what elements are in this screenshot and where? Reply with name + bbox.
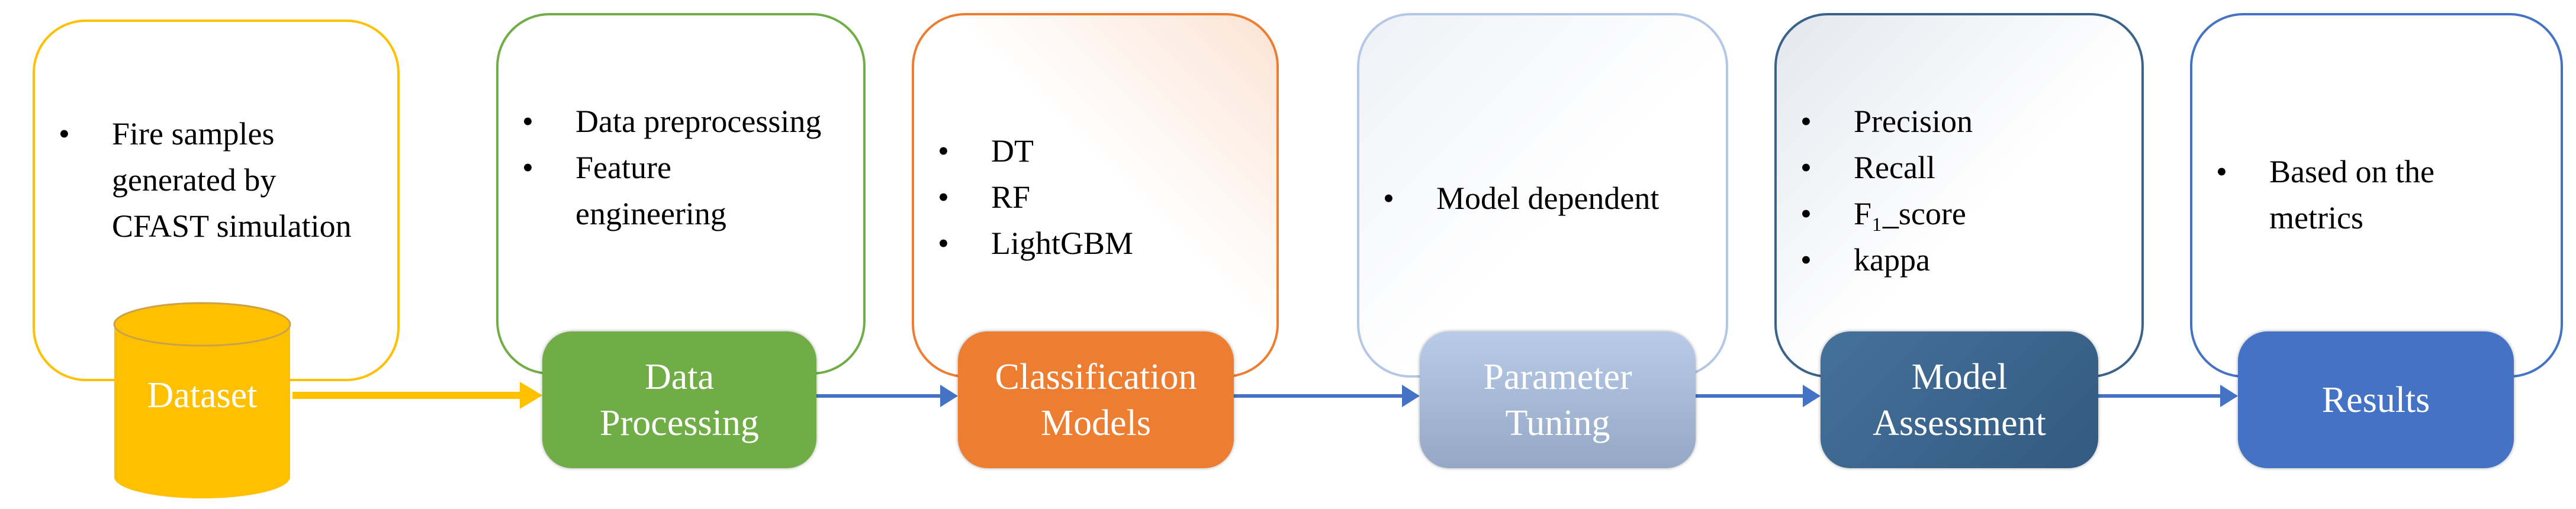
parameter-tuning-stage: Parameter Tuning (1420, 331, 1696, 468)
list-item: F₁_score (1800, 191, 2108, 237)
list-item: LightGBM (938, 220, 1246, 266)
dataset-label: Dataset (147, 375, 258, 415)
arrow-processing-to-models (816, 385, 958, 407)
list-item: Feature engineering (522, 144, 830, 237)
classification-models-items: DT RF LightGBM (938, 128, 1246, 266)
parameter-tuning-card: Model dependent (1357, 13, 1728, 378)
list-item: Fire samples generated by CFAST simulati… (59, 111, 366, 249)
classification-models-stage: Classification Models (958, 331, 1234, 468)
dataset-items: Fire samples generated by CFAST simulati… (59, 111, 366, 249)
database-icon (113, 302, 291, 499)
arrow-models-to-tuning (1234, 385, 1420, 407)
arrow-tuning-to-assessment (1696, 385, 1821, 407)
list-item: Model dependent (1383, 175, 1715, 221)
results-card: Based on the metrics (2190, 13, 2563, 378)
list-item: kappa (1800, 237, 2108, 283)
model-assessment-card: Precision Recall F₁_score kappa (1774, 13, 2144, 378)
model-assessment-items: Precision Recall F₁_score kappa (1800, 98, 2108, 283)
parameter-tuning-items: Model dependent (1383, 175, 1715, 221)
results-stage: Results (2238, 331, 2514, 468)
data-processing-items: Data preprocessing Feature engineering (522, 98, 830, 237)
model-assessment-stage: Model Assessment (1821, 331, 2098, 468)
list-item: Recall (1800, 144, 2108, 191)
list-item: Based on the metrics (2216, 149, 2524, 241)
list-item: RF (938, 174, 1246, 220)
classification-models-card: DT RF LightGBM (912, 13, 1279, 378)
list-item: DT (938, 128, 1246, 174)
results-items: Based on the metrics (2216, 149, 2524, 241)
list-item: Data preprocessing (522, 98, 830, 144)
data-processing-card: Data preprocessing Feature engineering (496, 13, 866, 375)
dataset-cylinder: Dataset (112, 301, 292, 501)
dataset-arrow (292, 382, 542, 409)
list-item: Precision (1800, 98, 2108, 144)
data-processing-stage: Data Processing (542, 331, 816, 468)
arrow-assessment-to-results (2098, 385, 2238, 407)
